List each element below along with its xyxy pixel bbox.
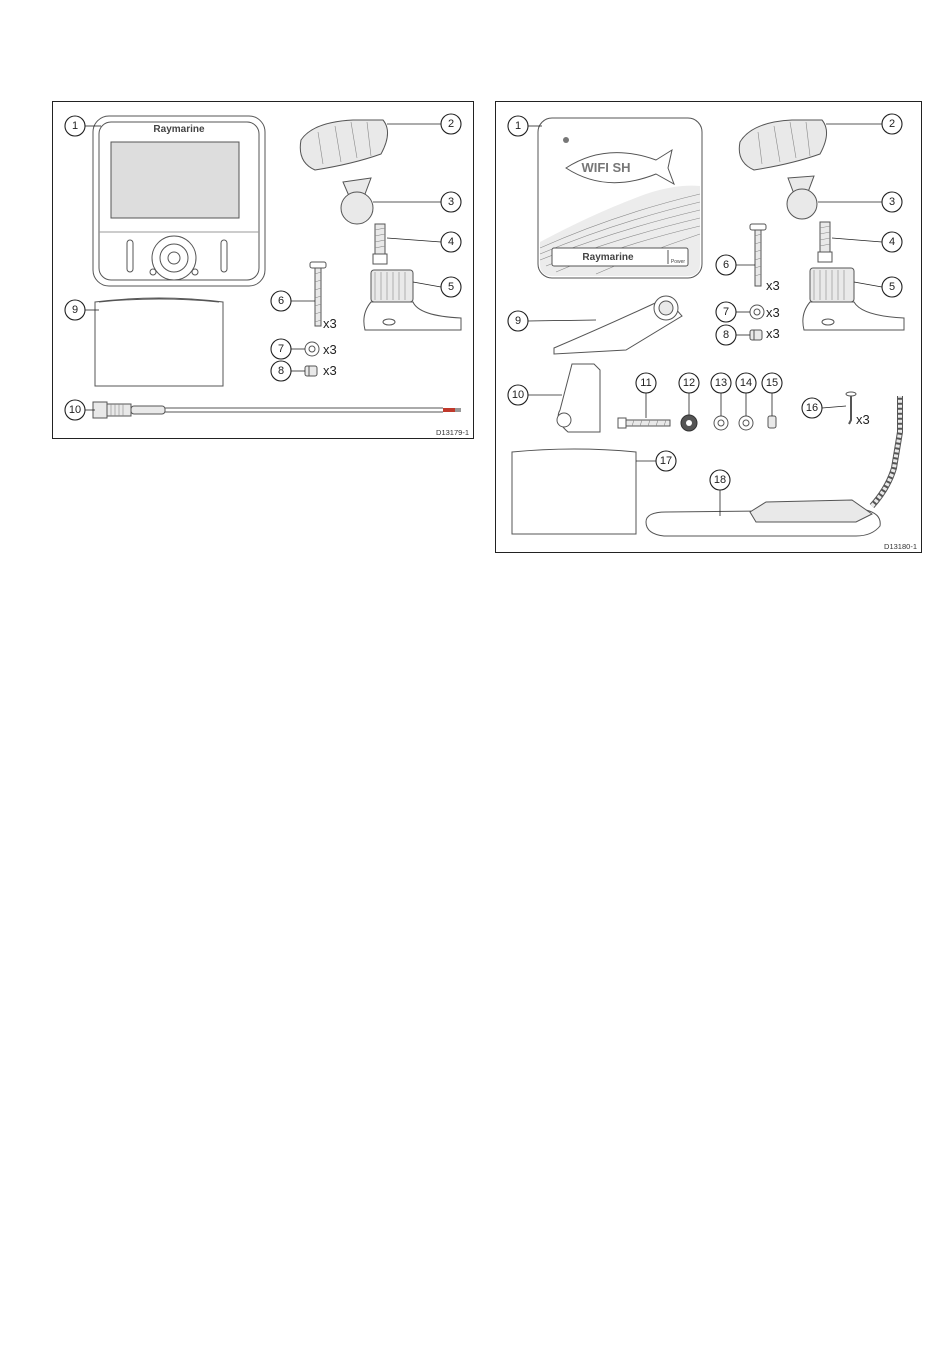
callout-2: 2 [441,114,461,134]
callout-16: 16 [802,398,822,418]
nut-x3 [305,366,317,376]
callout-11: 11 [636,373,656,393]
wood-screw-x3 [846,392,856,424]
svg-text:6: 6 [278,295,284,307]
washer-14 [739,416,753,430]
svg-text:9: 9 [515,315,521,327]
transom-bracket [557,364,600,432]
callout-5: 5 [441,277,461,297]
qty-8: x3 [323,363,337,378]
callout-12: 12 [679,373,699,393]
svg-text:6: 6 [723,259,729,271]
svg-text:8: 8 [723,329,729,341]
svg-text:5: 5 [889,281,895,293]
callout-13: 13 [711,373,731,393]
svg-text:14: 14 [740,377,752,389]
figure-right-panel: WIFI SH Raymarine Power [495,101,922,553]
nut-15 [768,416,776,428]
qty-6: x3 [323,316,337,331]
washer-13 [714,416,728,430]
svg-text:5: 5 [448,281,454,293]
figure-left-drawing: Raymarine [53,102,475,440]
callout-2: 2 [882,114,902,134]
callout-15: 15 [762,373,782,393]
power-label: Power [671,259,686,265]
svg-text:9: 9 [72,304,78,316]
svg-text:12: 12 [683,377,695,389]
svg-text:7: 7 [723,306,729,318]
svg-text:2: 2 [889,118,895,130]
callout-10: 10 [508,385,528,405]
washer-x3 [750,305,764,319]
callout-3: 3 [441,192,461,212]
qty-6: x3 [766,278,780,293]
callout-7: 7 [271,339,291,359]
svg-text:15: 15 [766,377,778,389]
svg-text:11: 11 [640,377,651,389]
callout-18: 18 [710,470,730,490]
callout-6: 6 [271,291,291,311]
qty-8: x3 [766,326,780,341]
product-logo: WIFI SH [581,160,630,175]
callout-8: 8 [716,325,736,345]
long-screw [618,418,670,428]
grommet [681,415,697,431]
svg-text:7: 7 [278,343,284,355]
callout-10: 10 [65,400,85,420]
svg-text:13: 13 [715,377,727,389]
svg-text:3: 3 [889,196,895,208]
bolt-x3 [750,224,766,286]
callout-7: 7 [716,302,736,322]
ball-joint [341,178,373,224]
svg-text:10: 10 [512,389,524,401]
drawing-code: D13179-1 [436,428,469,437]
mount-post [818,222,832,262]
callout-5: 5 [882,277,902,297]
qty-16: x3 [856,412,870,427]
figure-right-drawing: WIFI SH Raymarine Power [496,102,923,554]
callout-4: 4 [441,232,461,252]
qty-7: x3 [766,305,780,320]
sonar-unit: WIFI SH Raymarine Power [538,118,702,278]
callout-9: 9 [508,311,528,331]
transducer-arm [554,296,682,354]
callout-17: 17 [656,451,676,471]
washer-x3 [305,342,319,356]
callout-6: 6 [716,255,736,275]
sun-cover [512,449,636,534]
svg-text:3: 3 [448,196,454,208]
callout-1: 1 [65,116,85,136]
power-cable [93,402,461,418]
bracket-cap [739,120,826,170]
svg-text:2: 2 [448,118,454,130]
figure-left-panel: Raymarine [52,101,474,439]
callout-14: 14 [736,373,756,393]
callout-3: 3 [882,192,902,212]
callout-4: 4 [882,232,902,252]
callout-1: 1 [508,116,528,136]
display-unit: Raymarine [93,116,265,286]
sun-cover [95,298,223,386]
svg-text:16: 16 [806,402,818,414]
svg-text:4: 4 [889,236,895,248]
svg-text:10: 10 [69,404,81,416]
nut-x3 [750,330,762,340]
svg-text:1: 1 [72,120,78,132]
callout-8: 8 [271,361,291,381]
ball-joint [787,176,817,219]
drawing-code: D13180-1 [884,542,917,551]
bracket-cap [300,120,387,170]
svg-text:17: 17 [660,455,672,467]
mount-post [373,224,387,264]
display-brand-label: Raymarine [153,124,205,135]
svg-text:4: 4 [448,236,454,248]
callout-9: 9 [65,300,85,320]
svg-text:1: 1 [515,120,521,132]
qty-7: x3 [323,342,337,357]
sonar-brand-label: Raymarine [582,252,634,263]
svg-text:18: 18 [714,474,726,486]
svg-text:8: 8 [278,365,284,377]
